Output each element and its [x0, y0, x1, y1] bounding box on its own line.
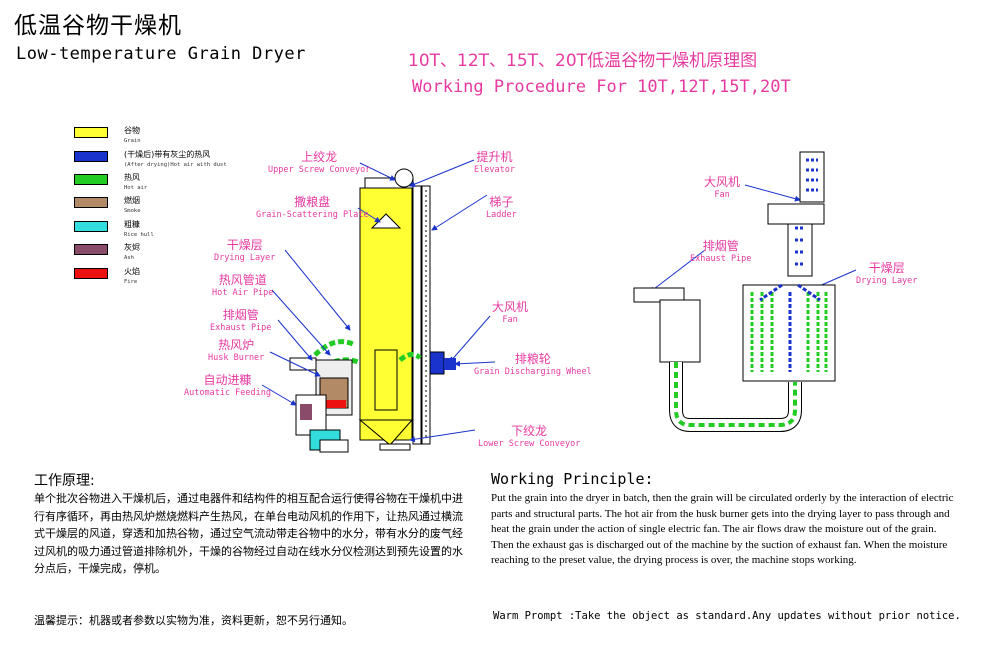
- label-cn: 干燥层: [226, 238, 263, 252]
- fan: [429, 351, 445, 375]
- label-cn: 大风机: [492, 300, 529, 314]
- label-cn: 下绞龙: [511, 424, 548, 438]
- label-hot-air-pipe: 热风管道 Hot Air Pipe: [212, 271, 273, 298]
- legend-label-cn: 火焰: [124, 267, 140, 276]
- elevator-head: [394, 168, 414, 188]
- label-en: Drying Layer: [856, 276, 918, 286]
- principle-body-en: Put the grain into the dryer in batch, t…: [491, 492, 954, 567]
- label-lower-screw: 下绞龙 Lower Screw Conveyor: [478, 422, 580, 449]
- elevator-column: [412, 185, 422, 445]
- right-fan: [799, 151, 825, 203]
- left-dryer-drawing: [289, 168, 456, 453]
- label-en: Fan: [502, 315, 518, 325]
- label-right-drying: 干燥层 Drying Layer: [856, 259, 917, 286]
- legend-item-grain: 谷物 Grain: [74, 126, 141, 146]
- legend-label-en: Grain: [124, 138, 141, 144]
- legend-swatch: [74, 127, 108, 138]
- legend-label-cn: 灰烬: [124, 243, 140, 252]
- label-cn: 热风炉: [218, 338, 255, 352]
- legend-label-cn: (干燥后)带有灰尘的热风: [124, 150, 211, 159]
- legend-label-cn: 热风: [124, 173, 140, 182]
- label-en: Husk Burner: [208, 353, 265, 363]
- diagram-heading-cn: 10T、12T、15T、20T低温谷物干燥机原理图: [408, 51, 758, 71]
- label-cn: 提升机: [476, 150, 513, 164]
- label-en: Exhaust Pipe: [690, 254, 752, 264]
- page-subtitle: Low-temperature Grain Dryer: [16, 44, 306, 64]
- label-en: Automatic Feeding: [184, 388, 271, 398]
- principle-title-cn: 工作原理:: [34, 473, 95, 489]
- label-exhaust-pipe: 排烟管 Exhaust Pipe: [210, 306, 271, 333]
- label-fan: 大风机 Fan: [492, 298, 528, 325]
- legend-swatch: [74, 268, 108, 279]
- legend-label-en: Ash: [124, 255, 134, 261]
- label-cn: 上绞龙: [301, 150, 338, 164]
- legend-label-en: (After drying)Hot air with dust: [124, 162, 227, 168]
- label-right-fan: 大风机 Fan: [704, 173, 740, 200]
- legend-item-smoke: 燃烟 Smoke: [74, 196, 141, 216]
- label-en: Elevator: [474, 165, 515, 175]
- legend-label-en: Hot air: [124, 185, 148, 191]
- label-en: Fan: [714, 190, 730, 200]
- legend-label-en: Smoke: [124, 208, 141, 214]
- label-scatter-plate: 撒粮盘 Grain-Scattering Plate: [256, 193, 369, 220]
- legend-swatch: [74, 244, 108, 255]
- label-en: Drying Layer: [214, 253, 276, 263]
- label-ladder: 梯子 Ladder: [486, 193, 517, 220]
- label-discharge-wheel: 排粮轮 Grain Discharging Wheel: [474, 350, 592, 377]
- label-elevator: 提升机 Elevator: [474, 148, 515, 175]
- label-cn: 热风管道: [218, 273, 267, 287]
- legend-swatch: [74, 174, 108, 185]
- diagram-heading-en: Working Procedure For 10T,12T,15T,20T: [412, 77, 791, 97]
- pointer-lines: [261, 159, 857, 443]
- principle-title-en: Working Principle:: [491, 470, 654, 488]
- label-cn: 大风机: [704, 175, 741, 189]
- legend-label-en: Fire: [124, 279, 138, 285]
- label-auto-feeding: 自动进糠 Automatic Feeding: [184, 371, 271, 398]
- legend-item-hot-air: 热风 Hot air: [74, 173, 147, 193]
- note-en: Warm Prompt :Take the object as standard…: [493, 610, 961, 622]
- label-cn: 梯子: [489, 195, 514, 209]
- right-dryer-drawing: [633, 151, 836, 432]
- label-right-exhaust: 排烟管 Exhaust Pipe: [690, 237, 751, 264]
- label-cn: 撒粮盘: [294, 195, 331, 209]
- legend-swatch: [74, 221, 108, 232]
- legend-swatch: [74, 151, 108, 162]
- page-title: 低温谷物干燥机: [14, 13, 182, 39]
- legend-label-cn: 粗糠: [124, 220, 140, 229]
- principle-body-cn: 单个批次谷物进入干燥机后，通过电器件和结构件的相互配合运行使得谷物在干燥机中进行…: [34, 492, 463, 575]
- legend-item-hot-air-dust: (干燥后)带有灰尘的热风 (After drying)Hot air with d…: [74, 150, 227, 170]
- label-en: Upper Screw Conveyor: [268, 165, 371, 175]
- legend-item-fire: 火焰 Fire: [74, 267, 140, 287]
- legend-label-cn: 燃烟: [124, 196, 140, 205]
- legend-label-en: Rice hull: [124, 232, 154, 238]
- label-en: Hot Air Pipe: [212, 288, 274, 298]
- label-cn: 排粮轮: [514, 352, 551, 366]
- label-cn: 干燥层: [868, 261, 905, 275]
- label-cn: 自动进糠: [203, 373, 252, 387]
- label-en: Ladder: [486, 210, 517, 220]
- legend-label-cn: 谷物: [124, 126, 140, 135]
- label-cn: 排烟管: [702, 239, 739, 253]
- label-en: Grain-Scattering Plate: [256, 210, 369, 220]
- label-cn: 排烟管: [222, 308, 259, 322]
- label-husk-burner: 热风炉 Husk Burner: [208, 336, 264, 363]
- label-upper-screw: 上绞龙 Upper Screw Conveyor: [268, 148, 370, 175]
- legend-swatch: [74, 197, 108, 208]
- legend-item-ash: 灰烬 Ash: [74, 243, 140, 263]
- label-drying-layer: 干燥层 Drying Layer: [214, 236, 275, 263]
- note-cn: 温馨提示：机器或者参数以实物为准，资料更新，恕不另行通知。: [34, 614, 353, 627]
- label-en: Lower Screw Conveyor: [478, 439, 581, 449]
- label-en: Exhaust Pipe: [210, 323, 272, 333]
- legend-item-rice-hull: 粗糠 Rice hull: [74, 220, 154, 240]
- label-en: Grain Discharging Wheel: [474, 367, 592, 377]
